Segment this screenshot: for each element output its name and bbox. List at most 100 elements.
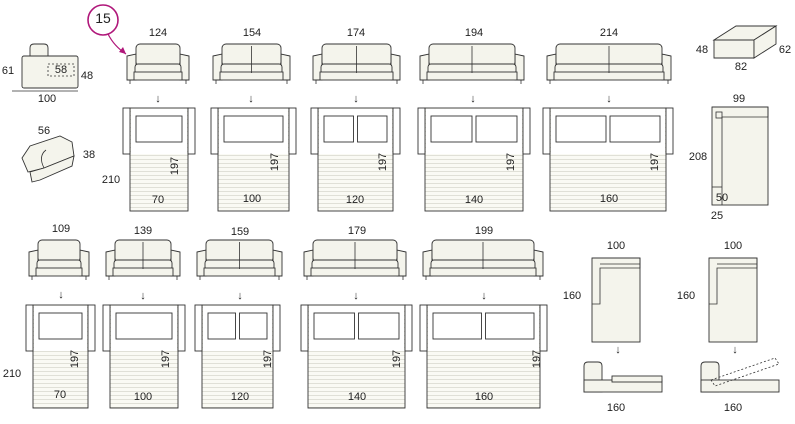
chaise-bed-drawings xyxy=(583,257,780,393)
bed-length-label: 197 xyxy=(169,156,181,176)
pillow xyxy=(38,312,83,340)
bed-top-view xyxy=(122,107,196,212)
bed-top-view xyxy=(194,304,281,409)
sofa-front-view xyxy=(126,43,190,84)
sofa-width-label: 124 xyxy=(148,27,168,39)
down-arrow-icon: ↓ xyxy=(155,93,161,105)
sofa-front-view xyxy=(28,239,90,280)
pillow xyxy=(485,312,535,340)
sofa-front-view xyxy=(105,239,181,280)
bed-length-label: 197 xyxy=(505,152,517,172)
sofa-front-view xyxy=(196,239,283,280)
pillow xyxy=(323,115,354,143)
sofa-width-label: 159 xyxy=(230,226,250,238)
bed-top-view xyxy=(102,304,186,409)
row2-height-label: 210 xyxy=(2,368,22,380)
module-width-label: 100 xyxy=(37,93,57,105)
pillow xyxy=(135,115,183,143)
bed-length-label: 197 xyxy=(269,152,281,172)
chaise-top-view xyxy=(711,106,769,206)
cushion-depth-label: 38 xyxy=(82,149,96,161)
sofa-width-label: 194 xyxy=(464,27,484,39)
bed-width-label: 140 xyxy=(464,194,484,206)
chaise-bed-side-label: 160 xyxy=(676,290,696,302)
pillow xyxy=(432,312,482,340)
module-side-view xyxy=(12,43,79,92)
bed-length-label: 197 xyxy=(391,349,403,369)
down-arrow-icon: ↓ xyxy=(58,289,64,301)
bed-top-view xyxy=(542,107,674,212)
down-arrow-icon: ↓ xyxy=(140,290,146,302)
bed-top-view xyxy=(419,304,548,409)
badge-number: 15 xyxy=(95,10,111,26)
pillow xyxy=(223,115,284,143)
chaise-bed xyxy=(700,257,780,393)
bed-top-view xyxy=(25,304,96,409)
sofa-width-label: 199 xyxy=(474,225,494,237)
bed-width-label: 70 xyxy=(151,194,165,206)
sofa-front-view xyxy=(422,239,544,280)
down-arrow-icon: ↓ xyxy=(615,344,621,356)
badge-15 xyxy=(87,4,127,55)
down-arrow-icon: ↓ xyxy=(353,93,359,105)
bed-width-label: 140 xyxy=(347,391,367,403)
module-seat-depth-label: 58 xyxy=(54,64,68,76)
chaise-length-label: 208 xyxy=(688,151,708,163)
chaise-bed xyxy=(583,257,663,393)
pillow xyxy=(313,312,355,340)
down-arrow-icon: ↓ xyxy=(248,93,254,105)
bed-length-label: 197 xyxy=(377,152,389,172)
module-seat-height-label: 48 xyxy=(80,70,94,82)
sofa-width-label: 174 xyxy=(346,27,366,39)
module-height-label: 61 xyxy=(1,65,15,77)
bed-length-label: 197 xyxy=(649,152,661,172)
pillow xyxy=(475,115,518,143)
sofa-width-label: 109 xyxy=(51,223,71,235)
sofa-width-label: 214 xyxy=(599,27,619,39)
cushion-width-label: 56 xyxy=(37,125,51,137)
bed-width-label: 120 xyxy=(230,391,250,403)
pillow xyxy=(358,312,400,340)
pillow xyxy=(357,115,388,143)
chaise-bed-top-width-label: 100 xyxy=(723,240,743,252)
bed-top-view xyxy=(300,304,413,409)
bed-width-label: 120 xyxy=(345,194,365,206)
bed-width-label: 100 xyxy=(242,193,262,205)
bed-top-view xyxy=(210,107,297,212)
sofa-front-view xyxy=(212,43,291,84)
cushion-drawing xyxy=(21,135,75,183)
down-arrow-icon: ↓ xyxy=(237,290,243,302)
bed-width-label: 100 xyxy=(133,391,153,403)
pouf-width-label: 82 xyxy=(734,61,748,73)
pillow xyxy=(115,312,173,340)
pillow xyxy=(555,115,607,143)
down-arrow-icon: ↓ xyxy=(481,290,487,302)
pillow xyxy=(609,115,661,143)
bed-width-label: 160 xyxy=(599,193,619,205)
row1-height-label: 210 xyxy=(101,174,121,186)
bed-top-view xyxy=(417,107,531,212)
chaise-arm-label: 25 xyxy=(710,210,724,222)
sofa-width-label: 139 xyxy=(133,225,153,237)
chaise-width-label: 99 xyxy=(732,93,746,105)
down-arrow-icon: ↓ xyxy=(353,290,359,302)
chaise-seat-depth-label: 50 xyxy=(715,192,729,204)
chaise-bed-bottom-width-label: 160 xyxy=(606,402,626,414)
bed-width-label: 160 xyxy=(474,391,494,403)
sofa-width-label: 154 xyxy=(242,27,262,39)
pouf-drawing xyxy=(712,25,778,59)
chaise-bed-top-width-label: 100 xyxy=(606,240,626,252)
chaise-bed-bottom-width-label: 160 xyxy=(723,402,743,414)
bed-length-label: 197 xyxy=(531,349,543,369)
sofa-front-view xyxy=(312,43,401,84)
row2-drawings xyxy=(25,239,548,409)
sofa-front-view xyxy=(419,43,525,84)
bed-length-label: 197 xyxy=(69,349,81,369)
chaise-bed-side-label: 160 xyxy=(562,290,582,302)
pouf-height-label: 48 xyxy=(695,44,709,56)
sofa-width-label: 179 xyxy=(347,225,367,237)
pillow xyxy=(430,115,473,143)
bed-length-label: 197 xyxy=(262,349,274,369)
pillow xyxy=(207,312,236,340)
